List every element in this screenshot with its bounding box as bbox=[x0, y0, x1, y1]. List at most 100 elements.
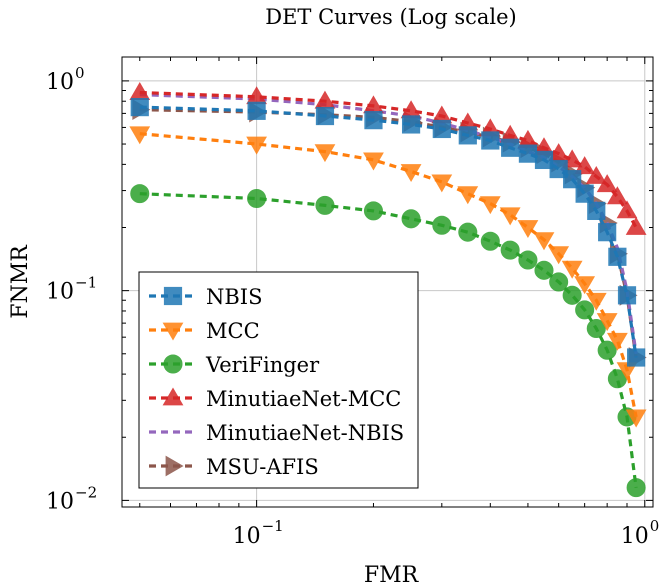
data-point bbox=[606, 332, 628, 351]
data-point bbox=[314, 90, 336, 109]
y-tick-label: 10−1 bbox=[46, 274, 97, 305]
data-point bbox=[548, 246, 570, 265]
data-point bbox=[400, 164, 422, 183]
series-mcc bbox=[129, 126, 647, 428]
x-tick-exponent: 0 bbox=[650, 517, 660, 535]
data-point bbox=[586, 318, 606, 339]
data-point bbox=[585, 292, 607, 311]
legend-label: MinutiaeNet-NBIS bbox=[206, 421, 404, 445]
data-point bbox=[575, 184, 594, 203]
data-point bbox=[587, 201, 606, 220]
legend-box bbox=[138, 271, 419, 489]
series-minutiaenet-mcc bbox=[129, 81, 647, 235]
y-axis-label: FNMR bbox=[8, 244, 33, 319]
legend-swatch-marker bbox=[162, 322, 184, 341]
data-point bbox=[549, 159, 568, 179]
data-point bbox=[481, 131, 500, 150]
legend-label: MSU-AFIS bbox=[206, 455, 319, 479]
plot-frame bbox=[121, 56, 654, 508]
x-axis-label: FMR bbox=[364, 563, 420, 588]
legend-swatch-marker bbox=[165, 455, 184, 477]
data-point bbox=[363, 95, 384, 114]
data-point bbox=[627, 348, 646, 367]
data-point bbox=[575, 300, 595, 320]
data-point bbox=[479, 196, 501, 215]
data-point bbox=[129, 126, 151, 145]
data-point bbox=[314, 144, 336, 163]
data-point bbox=[608, 247, 627, 266]
legend-item: MinutiaeNet-MCC bbox=[149, 387, 401, 411]
x-tick-label: 10−1 bbox=[233, 517, 284, 549]
data-point bbox=[315, 106, 335, 126]
data-point bbox=[549, 272, 569, 292]
data-point bbox=[598, 223, 617, 242]
legend-label: MCC bbox=[206, 319, 260, 343]
chart-title: DET Curves (Log scale) bbox=[265, 5, 517, 29]
x-tick-base: 10 bbox=[233, 524, 261, 549]
data-point bbox=[518, 250, 538, 270]
data-point bbox=[625, 216, 647, 235]
legend-label: MinutiaeNet-MCC bbox=[206, 387, 401, 411]
data-point bbox=[401, 115, 421, 134]
legend-item: MSU-AFIS bbox=[149, 455, 319, 479]
data-point bbox=[247, 101, 266, 120]
data-point bbox=[457, 186, 479, 205]
x-tick-exponent: −1 bbox=[262, 517, 284, 535]
data-point bbox=[563, 170, 582, 189]
data-point bbox=[534, 260, 554, 280]
y-tick-exponent: −1 bbox=[75, 274, 97, 292]
data-point bbox=[247, 188, 267, 209]
data-point bbox=[596, 174, 618, 193]
data-point bbox=[534, 150, 554, 170]
data-point bbox=[500, 240, 520, 260]
data-point bbox=[625, 409, 647, 428]
data-point bbox=[499, 207, 521, 226]
data-point bbox=[480, 231, 500, 251]
data-point bbox=[597, 340, 617, 360]
y-tick-label: 10−2 bbox=[46, 483, 97, 514]
data-point bbox=[501, 138, 520, 157]
y-tick-exponent: −2 bbox=[75, 483, 97, 501]
legend-item: MinutiaeNet-NBIS bbox=[149, 421, 404, 445]
data-point bbox=[431, 174, 453, 193]
data-point bbox=[363, 152, 384, 171]
legend-swatch-marker bbox=[163, 354, 183, 374]
data-point bbox=[364, 111, 383, 130]
data-point bbox=[432, 215, 452, 235]
legend-label: NBIS bbox=[206, 285, 263, 309]
data-point bbox=[606, 186, 628, 205]
data-point bbox=[518, 144, 538, 163]
legend-item: NBIS bbox=[149, 285, 263, 309]
data-point bbox=[363, 201, 383, 221]
data-point bbox=[315, 195, 335, 215]
y-tick-exponent: 0 bbox=[75, 64, 85, 82]
series-nbis bbox=[130, 98, 646, 367]
data-point bbox=[561, 260, 583, 279]
series-layer bbox=[129, 81, 647, 498]
data-point bbox=[626, 478, 646, 498]
data-point bbox=[517, 220, 539, 239]
data-point bbox=[574, 276, 596, 295]
y-tick-base: 10 bbox=[46, 280, 74, 305]
data-point bbox=[246, 136, 268, 155]
data-point bbox=[130, 98, 149, 117]
y-tick-base: 10 bbox=[46, 70, 74, 95]
data-point bbox=[616, 362, 638, 381]
data-point bbox=[617, 286, 637, 305]
data-point bbox=[533, 232, 555, 251]
legend-item: MCC bbox=[149, 319, 260, 343]
data-point bbox=[432, 119, 451, 139]
legend-item: VeriFinger bbox=[149, 353, 320, 377]
data-point bbox=[401, 209, 421, 229]
legend-label: VeriFinger bbox=[205, 353, 320, 377]
legend-swatch-marker bbox=[163, 286, 183, 306]
data-point bbox=[458, 222, 478, 242]
data-point bbox=[130, 184, 150, 204]
data-point bbox=[616, 200, 638, 219]
x-tick-base: 10 bbox=[621, 524, 649, 549]
